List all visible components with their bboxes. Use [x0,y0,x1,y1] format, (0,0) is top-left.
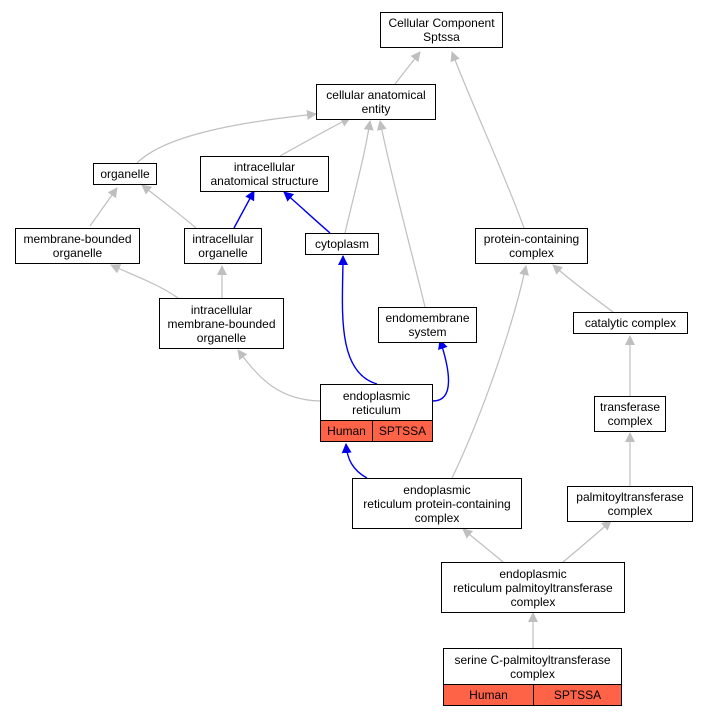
node-er-palmitoyltransferase-complex[interactable]: endoplasmic reticulum palmitoyltransfera… [441,562,625,613]
edge-imbo-to-mbo [110,264,179,299]
edge-cytoplasm-to-ias [283,191,331,234]
node-cytoplasm[interactable]: cytoplasm [305,233,379,255]
edge-mbo-to-organelle [89,187,118,227]
node-intracellular-membrane-bounded-organelle[interactable]: intracellular membrane-bounded organelle [159,298,284,349]
node-intracellular-anatomical-structure[interactable]: intracellular anatomical structure [200,156,329,192]
edge-pcc-to-cc [450,51,525,229]
node-cellular-component[interactable]: Cellular Component Sptssa [380,12,503,48]
edge-endo-to-cae [376,120,426,308]
node-membrane-bounded-organelle[interactable]: membrane-bounded organelle [15,228,140,264]
node-intracellular-organelle[interactable]: intracellular organelle [184,228,262,264]
edge-er-to-endo [432,339,450,402]
serine-complex-annotation-row: Human SPTSSA [443,684,622,706]
edge-cat-to-pcc [552,264,614,313]
node-serine-c-palmitoyltransferase-complex[interactable]: serine C-palmitoyltransferase complex [443,648,622,684]
edge-erpcc-to-pcc [451,265,529,479]
gene-badge[interactable]: SPTSSA [533,685,621,705]
node-cellular-anatomical-entity[interactable]: cellular anatomical entity [316,84,436,120]
edge-io-to-organelle [141,184,197,229]
node-transferase-complex[interactable]: transferase complex [594,396,666,432]
edge-cae-to-cc [394,51,421,85]
edge-ias-to-cae [279,117,351,157]
node-catalytic-complex[interactable]: catalytic complex [573,312,688,334]
node-organelle[interactable]: organelle [93,163,157,185]
node-endomembrane-system[interactable]: endomembrane system [378,307,477,343]
gene-badge[interactable]: SPTSSA [372,421,432,441]
node-protein-containing-complex[interactable]: protein-containing complex [475,228,588,264]
edge-cytoplasm-to-cae [344,120,374,234]
edge-er-to-cytoplasm [337,255,378,385]
endoplasmic-reticulum-annotation-row: Human SPTSSA [320,420,433,442]
edge-erpcc-to-er [341,443,368,479]
edge-er-to-imbo [237,349,321,402]
node-endoplasmic-reticulum[interactable]: endoplasmic reticulum [320,384,433,420]
edge-erptc-to-erpcc [462,528,504,563]
edge-organelle-to-cae [136,109,317,164]
node-palmitoyltransferase-complex[interactable]: palmitoyltransferase complex [567,486,693,522]
species-badge[interactable]: Human [327,424,366,438]
edge-io-to-ias [233,190,255,229]
node-er-protein-containing-complex[interactable]: endoplasmic reticulum protein-containing… [352,478,522,529]
species-badge[interactable]: Human [469,688,508,702]
edge-erptc-to-pt [562,520,612,563]
